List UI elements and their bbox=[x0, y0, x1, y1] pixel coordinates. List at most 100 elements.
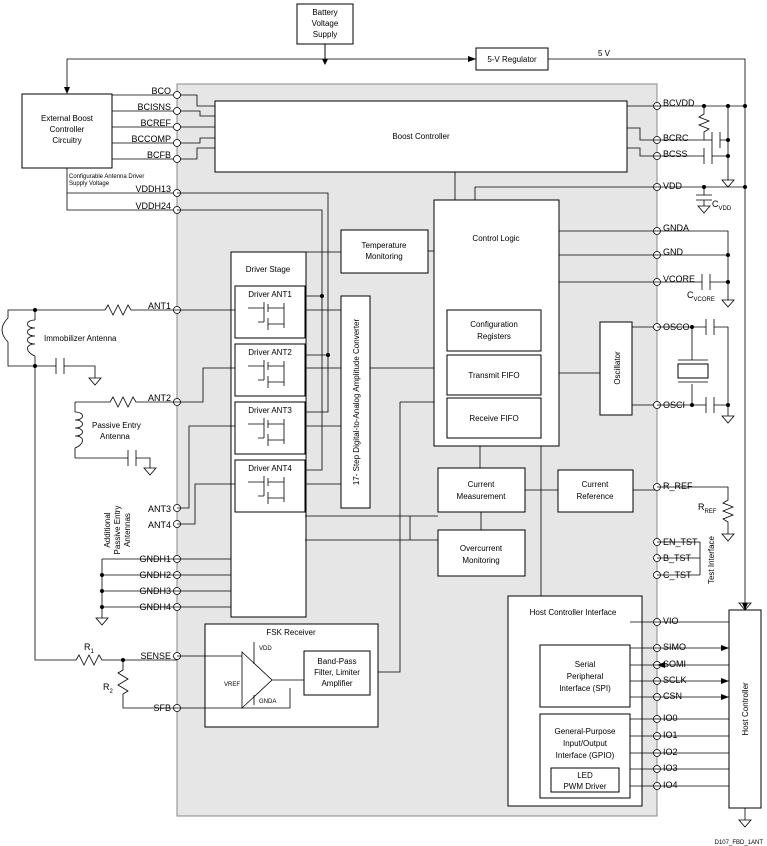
battery-label-2: Voltage bbox=[312, 19, 339, 28]
oscillator-label: Oscillator bbox=[613, 351, 622, 385]
pin-gnd: GND bbox=[663, 247, 684, 257]
driver-ant2-label: Driver ANT2 bbox=[248, 348, 292, 357]
additional-antennas-label-1: Additional bbox=[103, 512, 112, 547]
opamp-symbol bbox=[241, 651, 273, 709]
dac-label: 17- Step Digital-to-Analog Amplitude Con… bbox=[352, 319, 361, 486]
current-reference-block bbox=[557, 469, 634, 513]
driver-ant2: Driver ANT2 bbox=[234, 343, 306, 397]
config-reg-label-2: Registers bbox=[477, 332, 511, 341]
boost-pins: BCO BCISNS BCREF BCCOMP BCFB bbox=[112, 86, 215, 163]
passive-entry-antenna: Passive Entry Antenna bbox=[74, 396, 177, 476]
driver-ant1-label: Driver ANT1 bbox=[248, 290, 292, 299]
footer-code: D107_FBD_1ANT bbox=[715, 840, 764, 846]
bandpass-label-3: Amplifier bbox=[321, 679, 352, 688]
pin-bcrc: BCRC bbox=[663, 133, 689, 143]
pin-ant3: ANT3 bbox=[148, 504, 171, 514]
pin-sense: SENSE bbox=[140, 651, 171, 661]
pin-vddh13: VDDH13 bbox=[135, 184, 171, 194]
temperature-monitoring-block bbox=[340, 229, 429, 274]
opamp-vref: VREF bbox=[224, 682, 240, 688]
pin-simo: SIMO bbox=[663, 642, 686, 652]
ext-boost-label-2: Controller bbox=[50, 125, 85, 134]
pin-vdd: VDD bbox=[663, 181, 683, 191]
pin-bco: BCO bbox=[151, 86, 171, 96]
pin-bcref: BCREF bbox=[140, 118, 171, 128]
pin-bcfb: BCFB bbox=[147, 150, 171, 160]
opamp-gnda: GNDA bbox=[259, 699, 276, 705]
battery-label-1: Battery bbox=[312, 8, 337, 17]
driver-ant3: Driver ANT3 bbox=[234, 401, 306, 455]
rref-label: RREF bbox=[698, 502, 717, 515]
passive-entry-label-2: Antenna bbox=[100, 432, 130, 441]
bandpass-label-1: Band-Pass bbox=[317, 657, 356, 666]
pin-bcvdd: BCVDD bbox=[663, 98, 695, 108]
overcurrent-label-1: Overcurrent bbox=[460, 544, 503, 553]
pin-io2: IO2 bbox=[663, 747, 678, 757]
pin-io0: IO0 bbox=[663, 713, 678, 723]
pin-bccomp: BCCOMP bbox=[131, 134, 171, 144]
immobilizer-label: Immobilizer Antenna bbox=[44, 334, 117, 343]
pin-ant1: ANT1 bbox=[148, 301, 171, 311]
config-note-2: Supply Voltage bbox=[69, 181, 110, 187]
driver-ant1: Driver ANT1 bbox=[234, 285, 306, 339]
r1-label: R1 bbox=[84, 642, 95, 655]
driver-stage-label: Driver Stage bbox=[246, 265, 291, 274]
pin-csn: CSN bbox=[663, 691, 682, 701]
gpio-label-2: Input/Output bbox=[563, 739, 608, 748]
gpio-label-1: General-Purpose bbox=[555, 727, 616, 736]
driver-ant4-label: Driver ANT4 bbox=[248, 464, 292, 473]
immobilizer-antenna: Immobilizer Antenna bbox=[1, 304, 177, 386]
pin-sclk: SCLK bbox=[663, 675, 687, 685]
pin-ant4: ANT4 bbox=[148, 520, 171, 530]
spi-label-2: Peripheral bbox=[567, 672, 604, 681]
host-controller-block bbox=[728, 609, 762, 809]
current-measurement-label-1: Current bbox=[468, 480, 495, 489]
temp-label-2: Monitoring bbox=[365, 252, 402, 261]
config-note-1: Configurable Antenna Driver bbox=[69, 174, 144, 180]
temp-label-1: Temperature bbox=[362, 241, 407, 250]
spi-block bbox=[539, 644, 631, 708]
passive-entry-label-1: Passive Entry bbox=[92, 421, 141, 430]
regulator-label: 5-V Regulator bbox=[487, 55, 537, 64]
transmit-fifo-block bbox=[446, 354, 542, 396]
control-logic-label: Control Logic bbox=[472, 234, 519, 243]
current-reference-label-1: Current bbox=[582, 480, 609, 489]
pin-io4: IO4 bbox=[663, 780, 678, 790]
ext-boost-label-3: Circuitry bbox=[52, 136, 81, 145]
host-controller-label: Host Controller bbox=[741, 682, 750, 736]
test-interface-label: Test Interface bbox=[707, 535, 716, 584]
cvcore-label: CVCORE bbox=[687, 290, 715, 303]
config-registers-block bbox=[446, 309, 542, 352]
driver-ant4: Driver ANT4 bbox=[234, 459, 306, 513]
host-interface-label: Host Controller Interface bbox=[530, 608, 617, 617]
fsk-receiver-label: FSK Receiver bbox=[266, 628, 316, 637]
current-reference-label-2: Reference bbox=[577, 492, 614, 501]
crystal bbox=[677, 363, 709, 379]
led-label-1: LED bbox=[577, 771, 593, 780]
additional-antennas-label-2: Passive Entry bbox=[113, 506, 122, 555]
five-v-label: 5 V bbox=[598, 49, 611, 58]
battery-supply-block bbox=[296, 3, 354, 45]
pin-somi: SOMI bbox=[663, 659, 686, 669]
additional-antennas-label-3: Antennas bbox=[123, 513, 132, 547]
current-measurement-label-2: Measurement bbox=[457, 492, 507, 501]
config-reg-label-1: Configuration bbox=[470, 320, 518, 329]
led-label-2: PWM Driver bbox=[563, 782, 606, 791]
dac-block bbox=[340, 295, 371, 509]
pin-bcisns: BCISNS bbox=[137, 102, 171, 112]
battery-label-3: Supply bbox=[313, 30, 337, 39]
spi-label-1: Serial bbox=[575, 660, 596, 669]
pin-vio: VIO bbox=[663, 616, 679, 626]
gndh-pins: GNDH1 GNDH2 GNDH3 GNDH4 bbox=[95, 554, 231, 626]
pin-bcss: BCSS bbox=[663, 149, 688, 159]
gpio-label-3: Interface (GPIO) bbox=[556, 751, 615, 760]
pin-gnda: GNDA bbox=[663, 223, 689, 233]
overcurrent-block bbox=[437, 529, 526, 577]
driver-ant3-label: Driver ANT3 bbox=[248, 406, 292, 415]
pin-vcore: VCORE bbox=[663, 274, 695, 284]
receive-fifo-label: Receive FIFO bbox=[469, 414, 518, 423]
oscillator-block bbox=[599, 321, 633, 416]
boost-controller-block bbox=[214, 100, 628, 173]
bandpass-block bbox=[303, 650, 371, 696]
